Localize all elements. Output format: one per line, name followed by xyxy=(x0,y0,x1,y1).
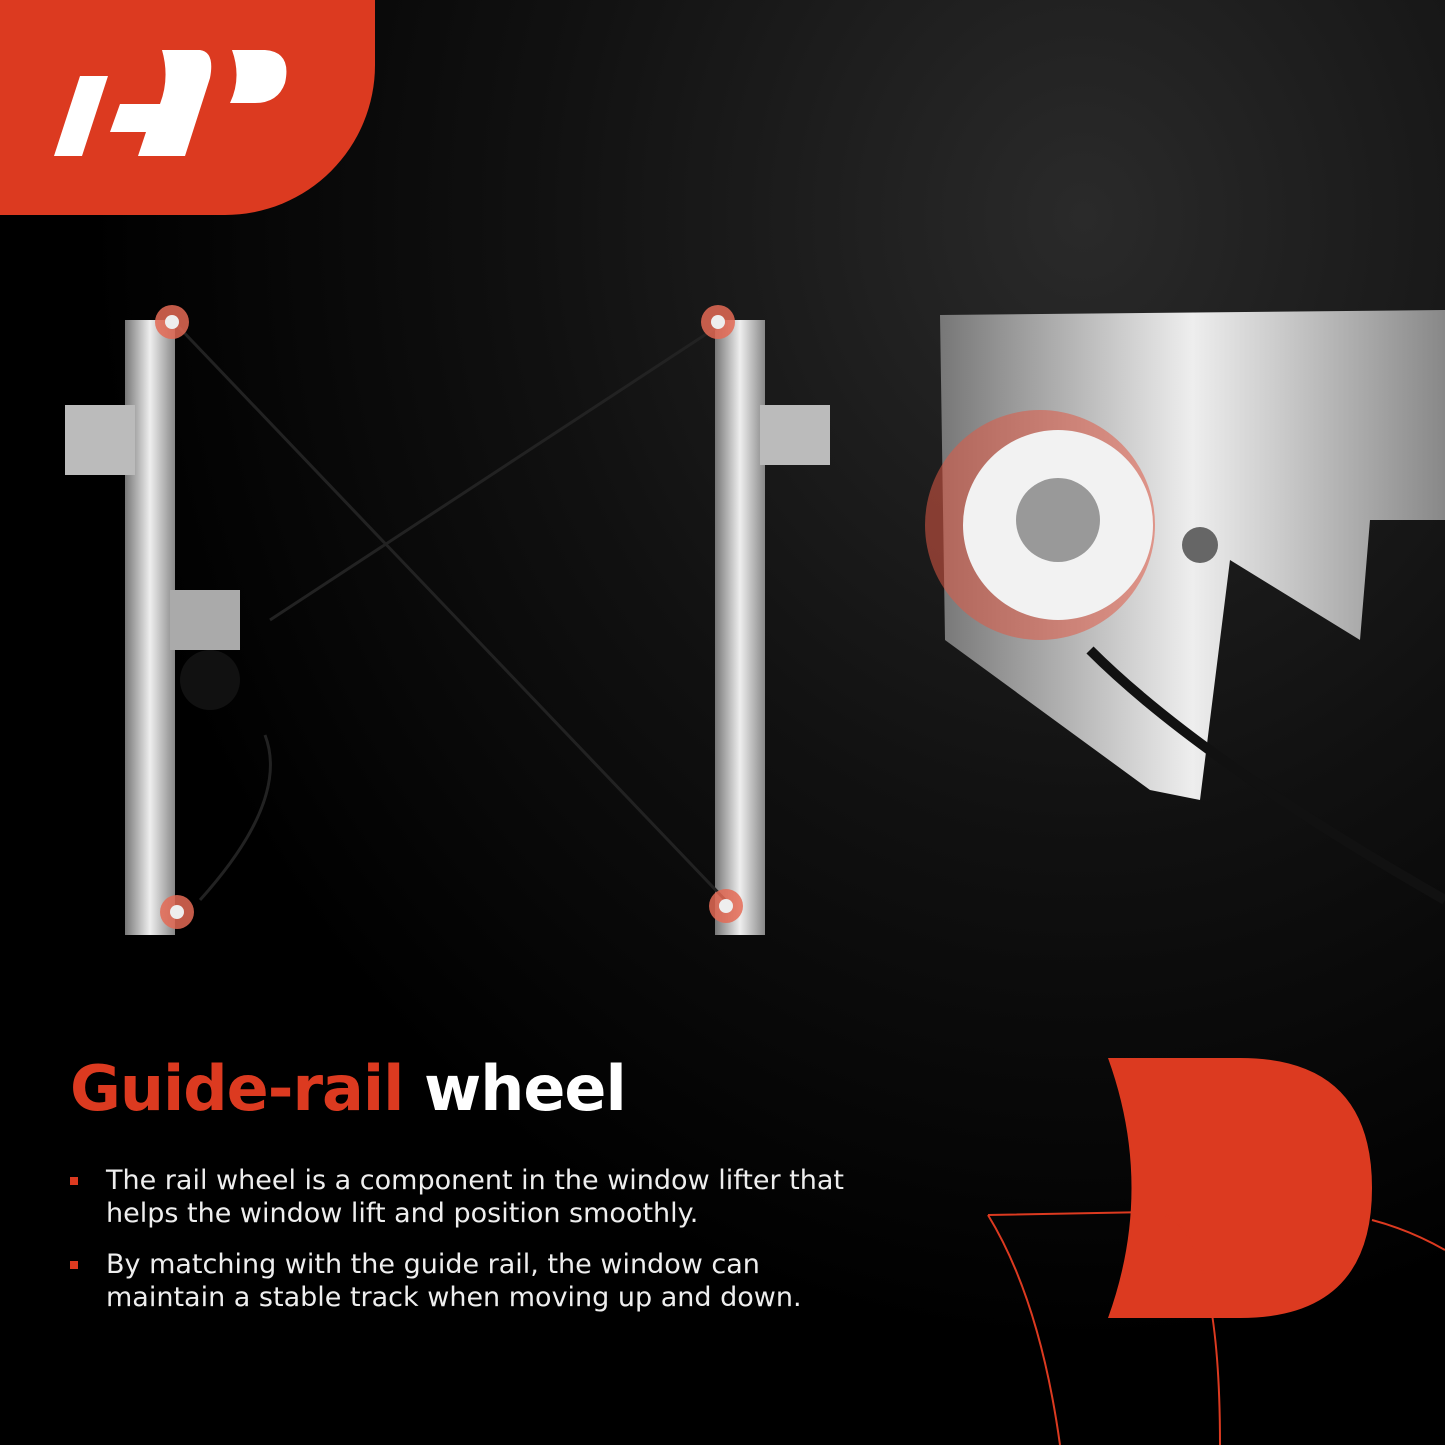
guide-rail-wheels xyxy=(155,305,743,929)
wheel-closeup xyxy=(925,310,1445,905)
right-rail xyxy=(715,320,830,935)
decorative-d-shape-icon xyxy=(987,1058,1445,1445)
bullet-item: The rail wheel is a component in the win… xyxy=(70,1164,870,1230)
bullet-square-icon xyxy=(70,1177,78,1185)
feature-headline: Guide-rail wheel xyxy=(70,1052,627,1125)
left-rail xyxy=(65,320,240,935)
bullet-text: By matching with the guide rail, the win… xyxy=(106,1249,802,1313)
headline-rest: wheel xyxy=(423,1052,627,1125)
window-regulator-illustration xyxy=(65,305,1445,935)
bullet-item: By matching with the guide rail, the win… xyxy=(70,1248,870,1314)
headline-highlight: Guide-rail xyxy=(70,1052,404,1125)
cables xyxy=(170,318,732,907)
bullet-text: The rail wheel is a component in the win… xyxy=(106,1165,844,1229)
bullet-square-icon xyxy=(70,1261,78,1269)
brand-logo xyxy=(0,0,375,215)
logo-mark-icon xyxy=(54,50,287,156)
